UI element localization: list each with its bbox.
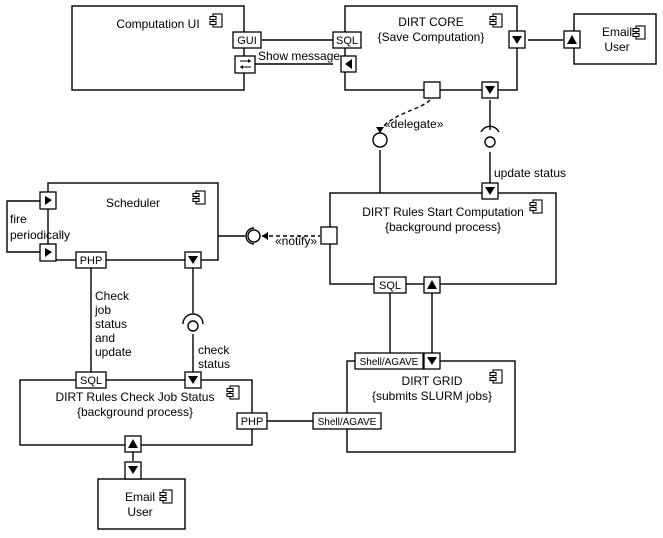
email-user-top-line1: Email — [602, 25, 632, 39]
email-user-bottom-component[interactable]: Email User — [97, 478, 186, 530]
notify-socket-icon — [245, 227, 255, 245]
show-message-label: Show message — [258, 49, 340, 63]
check-job-status-title: DIRT Rules Check Job Status — [56, 390, 215, 404]
start-notify-port[interactable] — [320, 226, 338, 245]
check-job-label-3: status — [95, 317, 127, 331]
php-scheduler-port-label: PHP — [80, 255, 103, 267]
scheduler-fire-in-port[interactable] — [39, 243, 57, 262]
connectors — [6, 39, 563, 461]
delegate-port[interactable] — [423, 81, 441, 99]
shell-grid-left-port-label: Shell/AGAVE — [318, 417, 377, 428]
sql-start-port-label: SQL — [379, 280, 401, 292]
sql-start-port[interactable]: SQL — [373, 276, 407, 294]
scheduler-title: Scheduler — [106, 196, 160, 210]
shell-grid-left-port[interactable]: Shell/AGAVE — [312, 412, 382, 430]
core-email-port[interactable] — [508, 30, 526, 49]
check-job-status-subtitle: {background process} — [77, 405, 193, 419]
gui-port[interactable]: GUI — [232, 31, 262, 49]
delegate-label: «delegate» — [384, 117, 444, 131]
php-check-port-label: PHP — [241, 416, 264, 428]
dirt-grid-subtitle: {submits SLURM jobs} — [372, 389, 492, 403]
email-top-port[interactable] — [563, 30, 581, 49]
scheduler-component[interactable]: Scheduler — [47, 182, 219, 261]
grid-receive-port[interactable] — [423, 352, 441, 370]
computation-ui-component[interactable]: Computation UI — [71, 5, 245, 91]
php-check-port[interactable]: PHP — [236, 412, 268, 430]
check-email-port[interactable] — [124, 435, 142, 453]
email-user-top-line2: User — [604, 40, 629, 54]
check-status-ball-icon — [187, 320, 199, 332]
notify-arrowhead-icon — [262, 232, 268, 240]
update-status-socket-icon — [480, 125, 500, 133]
notify-ball-icon — [247, 229, 261, 243]
fire-periodically-label-1: fire — [10, 212, 27, 226]
check-job-label-1: Check — [95, 289, 130, 303]
start-update-port[interactable] — [481, 182, 499, 200]
sql-core-port-label: SQL — [336, 35, 358, 47]
sql-check-port-label: SQL — [80, 375, 102, 387]
update-status-ball-icon — [484, 136, 496, 148]
update-status-label: update status — [494, 166, 566, 180]
dirt-core-component[interactable]: DIRT CORE {Save Computation} — [344, 5, 518, 91]
notify-label: «notify» — [275, 234, 317, 248]
start-computation-subtitle: {background process} — [385, 220, 501, 234]
shell-grid-top-port-label: Shell/AGAVE — [360, 357, 419, 368]
email-bottom-port[interactable] — [124, 461, 142, 480]
check-job-label-2: job — [94, 303, 111, 317]
dirt-core-subtitle: {Save Computation} — [378, 30, 485, 44]
shell-grid-top-port[interactable]: Shell/AGAVE — [354, 352, 424, 370]
start-grid-port[interactable] — [423, 276, 441, 294]
check-status-label-1: check — [198, 343, 230, 357]
check-job-label-4: and — [95, 331, 115, 345]
check-job-label-5: update — [95, 345, 132, 359]
sql-core-port[interactable]: SQL — [332, 31, 362, 49]
email-user-top-component[interactable]: Email User — [573, 13, 657, 65]
check-job-status-component[interactable]: DIRT Rules Check Job Status {background … — [19, 379, 253, 446]
check-status-label-2: status — [198, 357, 230, 371]
show-message-port[interactable] — [234, 55, 256, 74]
dirt-core-title: DIRT CORE — [398, 15, 464, 29]
email-user-bottom-line2: User — [127, 505, 152, 519]
gui-port-label: GUI — [237, 35, 257, 47]
delegate-ball-icon — [372, 132, 388, 148]
delegate-connector — [379, 99, 431, 131]
check-status-socket-icon — [182, 313, 204, 325]
scheduler-check-port[interactable] — [184, 251, 202, 269]
start-computation-title: DIRT Rules Start Computation — [362, 205, 524, 219]
computation-ui-title: Computation UI — [116, 17, 199, 31]
fire-periodically-loop — [6, 200, 41, 253]
dirt-grid-component[interactable]: DIRT GRID {submits SLURM jobs} — [346, 360, 516, 453]
show-message-receive-port[interactable] — [340, 55, 357, 73]
sql-check-port[interactable]: SQL — [75, 371, 107, 389]
dirt-grid-title: DIRT GRID — [402, 374, 463, 388]
check-status-receive-port[interactable] — [184, 371, 202, 389]
fire-periodically-label-2: periodically — [10, 228, 70, 242]
scheduler-fire-out-port[interactable] — [39, 191, 57, 210]
delegate-arrowhead-icon — [376, 127, 384, 133]
core-update-port[interactable] — [481, 81, 499, 99]
start-computation-component[interactable]: DIRT Rules Start Computation {background… — [329, 192, 557, 285]
php-scheduler-port[interactable]: PHP — [75, 251, 107, 269]
email-user-bottom-line1: Email — [125, 490, 155, 504]
